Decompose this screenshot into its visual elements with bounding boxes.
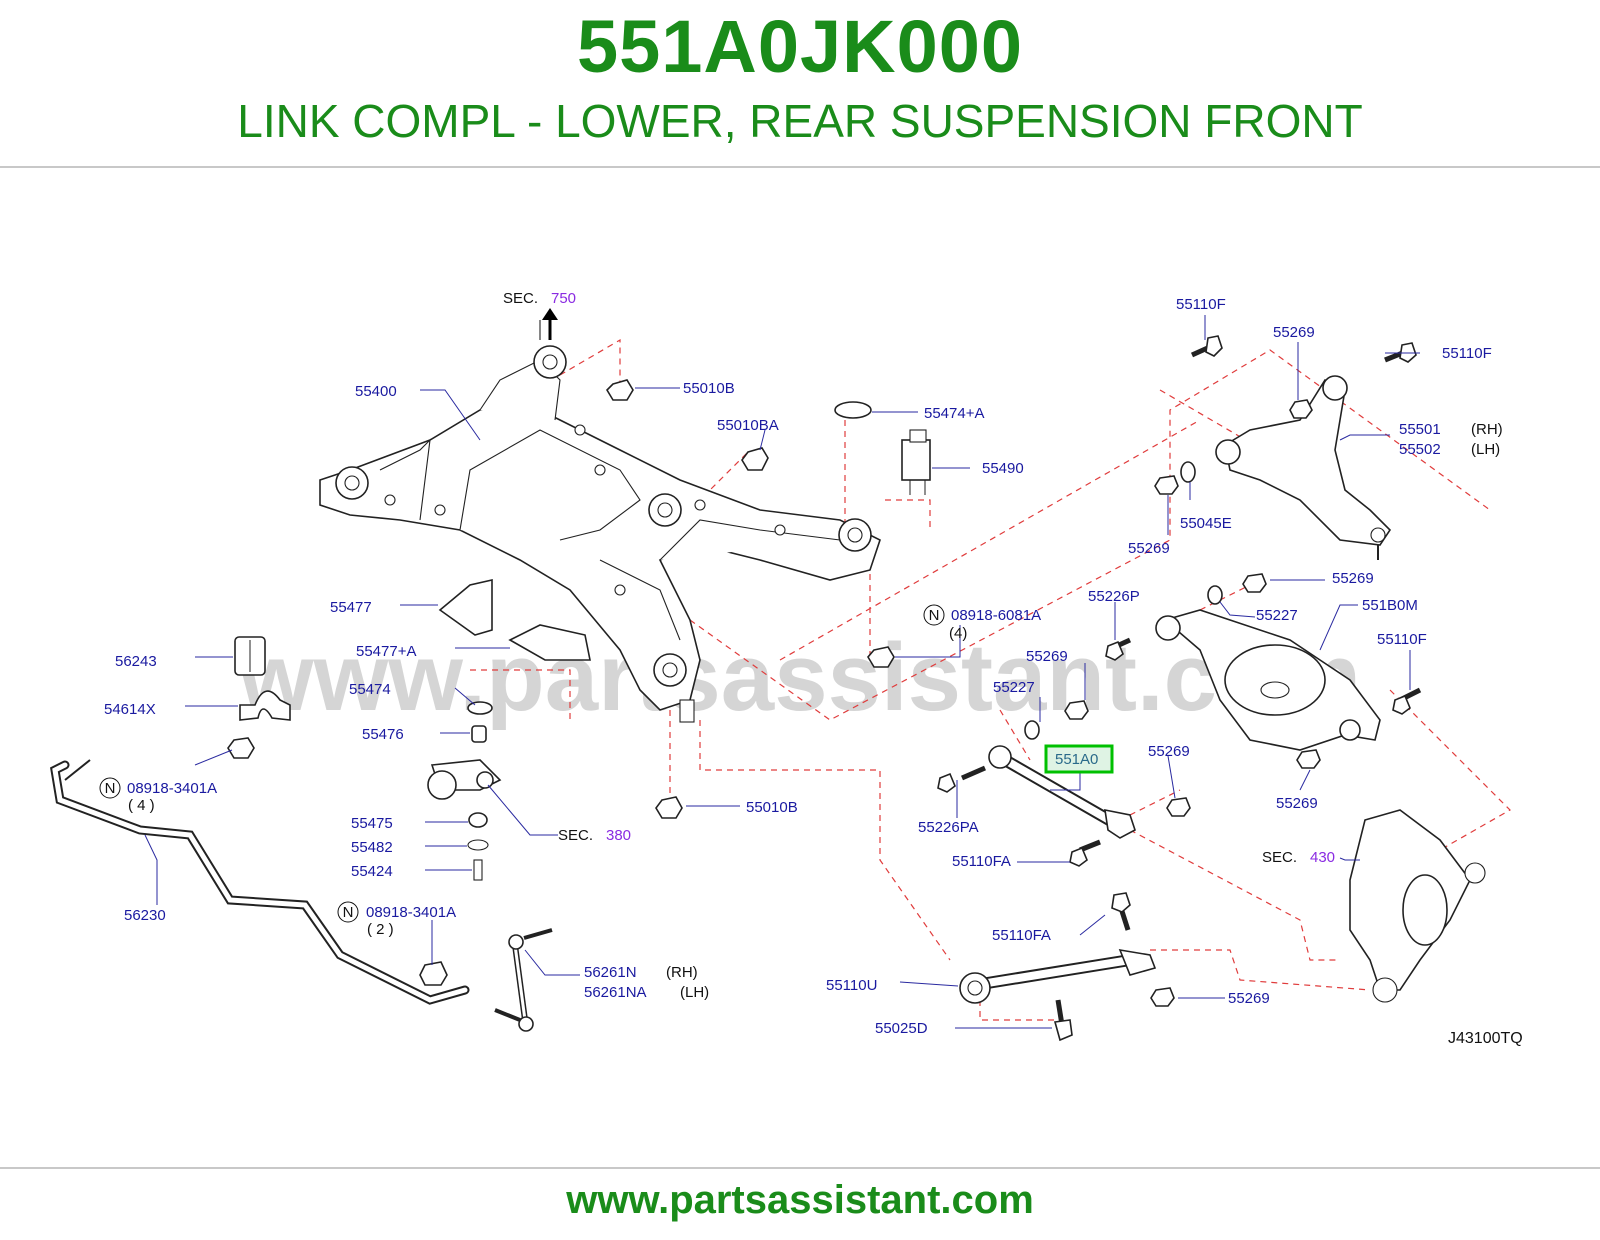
label-55424[interactable]: 55424 bbox=[351, 863, 393, 880]
rear-subframe-crossmember bbox=[319, 320, 881, 723]
label-55110U[interactable]: 55110U bbox=[826, 977, 877, 994]
label-55269-a[interactable]: 55269 bbox=[1128, 540, 1170, 557]
label-55010B-bottom[interactable]: 55010B bbox=[746, 799, 798, 816]
hardware-parts bbox=[50, 379, 931, 1032]
sec-380-word: SEC. bbox=[558, 827, 593, 844]
part-number-title: 551A0JK000 bbox=[576, 5, 1024, 88]
label-08918-3401A-1[interactable]: 08918-3401A bbox=[127, 780, 217, 797]
arrow-up-icon bbox=[542, 308, 558, 340]
label-55226PA[interactable]: 55226PA bbox=[918, 819, 979, 836]
label-55502[interactable]: 55502 bbox=[1399, 441, 1441, 458]
label-55010BA[interactable]: 55010BA bbox=[717, 417, 779, 434]
n-symbol-1: N bbox=[105, 780, 116, 797]
section-references: SEC. 750 SEC. 380 SEC. 430 bbox=[503, 290, 1335, 866]
highlighted-part[interactable]: 551A0 bbox=[1044, 744, 1114, 774]
label-55269-e[interactable]: 55269 bbox=[1276, 795, 1318, 812]
label-55110F-right[interactable]: 55110F bbox=[1442, 345, 1492, 362]
label-55269-d[interactable]: 55269 bbox=[1148, 743, 1190, 760]
watermark-text: www.partsassistant.com bbox=[238, 624, 1361, 731]
label-56230[interactable]: 56230 bbox=[124, 907, 166, 924]
label-55227-a[interactable]: 55227 bbox=[1256, 607, 1298, 624]
label-56261N[interactable]: 56261N bbox=[584, 964, 637, 981]
header: 551A0JK000 LINK COMPL - LOWER, REAR SUSP… bbox=[0, 0, 1600, 168]
label-55476[interactable]: 55476 bbox=[362, 726, 404, 743]
label-55045E[interactable]: 55045E bbox=[1180, 515, 1232, 532]
label-08918-3401A-2[interactable]: 08918-3401A bbox=[366, 904, 456, 921]
highlight-label[interactable]: 551A0 bbox=[1055, 751, 1098, 768]
label-55110FA-b[interactable]: 55110FA bbox=[992, 927, 1051, 944]
label-55501[interactable]: 55501 bbox=[1399, 421, 1441, 438]
diagram-code: J43100TQ bbox=[1448, 1030, 1523, 1047]
label-55110F-mid[interactable]: 55110F bbox=[1377, 631, 1427, 648]
label-56261NA[interactable]: 56261NA bbox=[584, 984, 647, 1001]
label-55477[interactable]: 55477 bbox=[330, 599, 372, 616]
qty-4a: ( 4 ) bbox=[128, 797, 155, 814]
label-55474[interactable]: 55474 bbox=[349, 681, 391, 698]
lh-1: (LH) bbox=[680, 984, 709, 1001]
label-55475[interactable]: 55475 bbox=[351, 815, 393, 832]
diagram-svg: www.partsassistant.com bbox=[50, 290, 1523, 1047]
label-55490[interactable]: 55490 bbox=[982, 460, 1024, 477]
label-55269-c[interactable]: 55269 bbox=[1026, 648, 1068, 665]
label-55477A[interactable]: 55477+A bbox=[356, 643, 416, 660]
sec-750-number[interactable]: 750 bbox=[551, 290, 576, 307]
sec-380-number[interactable]: 380 bbox=[606, 827, 631, 844]
label-55025D[interactable]: 55025D bbox=[875, 1020, 928, 1037]
label-55110FA-a[interactable]: 55110FA bbox=[952, 853, 1011, 870]
sec-750-word: SEC. bbox=[503, 290, 538, 307]
qty-2: ( 2 ) bbox=[367, 921, 394, 938]
top-divider bbox=[0, 166, 1600, 168]
label-55110F-top[interactable]: 55110F bbox=[1176, 296, 1226, 313]
parts-diagram: www.partsassistant.com bbox=[0, 270, 1600, 1070]
n-symbols: N N N bbox=[99, 604, 945, 923]
highlight-box[interactable] bbox=[1044, 744, 1114, 774]
bottom-divider bbox=[0, 1167, 1600, 1169]
qty-4b: (4) bbox=[949, 625, 967, 642]
label-55482[interactable]: 55482 bbox=[351, 839, 393, 856]
label-55226P[interactable]: 55226P bbox=[1088, 588, 1140, 605]
label-56243[interactable]: 56243 bbox=[115, 653, 157, 670]
leader-lines bbox=[144, 315, 1420, 1029]
suspension-arms bbox=[937, 335, 1486, 1042]
footer-url[interactable]: www.partsassistant.com bbox=[566, 1178, 1034, 1222]
label-551B0M[interactable]: 551B0M bbox=[1362, 597, 1418, 614]
sec-430-word: SEC. bbox=[1262, 849, 1297, 866]
label-55474A[interactable]: 55474+A bbox=[924, 405, 984, 422]
label-55227-b[interactable]: 55227 bbox=[993, 679, 1035, 696]
n-symbol-2: N bbox=[343, 904, 354, 921]
label-08918-6081A[interactable]: 08918-6081A bbox=[951, 607, 1041, 624]
sec-430-number[interactable]: 430 bbox=[1310, 849, 1335, 866]
label-55010B-top[interactable]: 55010B bbox=[683, 380, 735, 397]
part-description: LINK COMPL - LOWER, REAR SUSPENSION FRON… bbox=[237, 95, 1363, 147]
label-55269-b[interactable]: 55269 bbox=[1332, 570, 1374, 587]
rh-1: (RH) bbox=[666, 964, 698, 981]
label-55400[interactable]: 55400 bbox=[355, 383, 397, 400]
n-symbol-3: N bbox=[929, 607, 940, 624]
label-55269-f[interactable]: 55269 bbox=[1228, 990, 1270, 1007]
label-54614X[interactable]: 54614X bbox=[104, 701, 156, 718]
label-55269-top[interactable]: 55269 bbox=[1273, 324, 1315, 341]
rh-2: (RH) bbox=[1471, 421, 1503, 438]
lh-2: (LH) bbox=[1471, 441, 1500, 458]
part-labels: 55400 55010B 55010BA 55474+A 55490 55477… bbox=[104, 296, 1503, 1037]
